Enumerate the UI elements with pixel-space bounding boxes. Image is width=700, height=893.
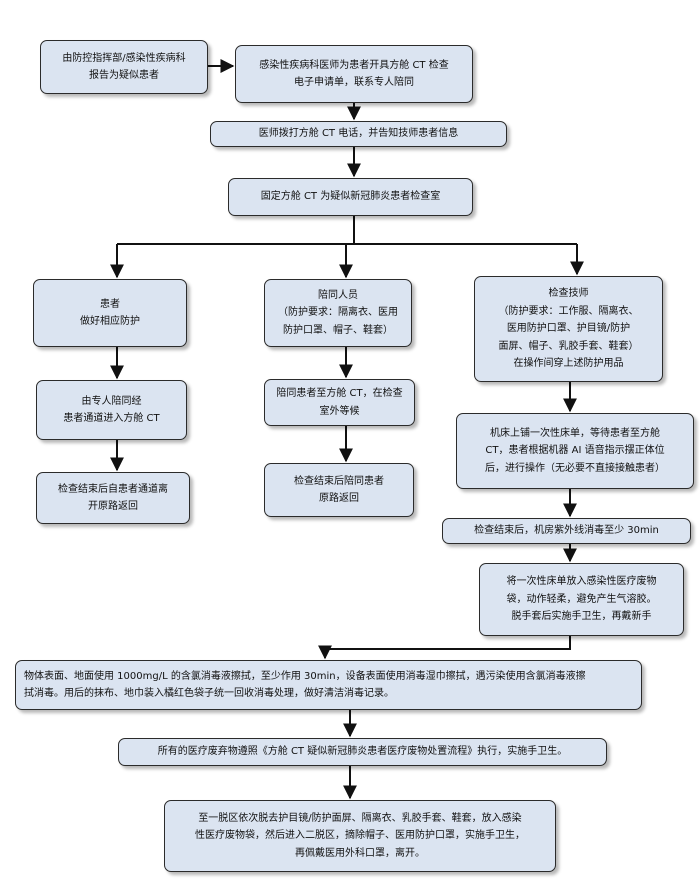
- node-text-line: 患者: [100, 298, 120, 310]
- node-text-line: 性医疗废物袋，然后进入二脱区，摘除帽子、医用防护口罩，实施手卫生，: [195, 830, 525, 842]
- node-text-line: （防护要求：隔离衣、医用: [278, 307, 398, 319]
- node-text-line: （防护要求：工作服、隔离衣、: [498, 305, 639, 317]
- node-sheet: 将一次性床单放入感染性医疗废物袋，动作轻柔，避免产生气溶胶。脱手套后实施手卫生，…: [479, 563, 684, 636]
- node-text-line: 医师拨打方舱 CT 电话，并告知技师患者信息: [258, 128, 459, 140]
- node-text-line: 脱手套后实施手卫生，再戴新手: [511, 611, 652, 623]
- node-text-line: 感染性疾病科医师为患者开具方舱 CT 检查: [259, 59, 449, 71]
- node-text-line: 将一次性床单放入感染性医疗废物: [506, 576, 657, 588]
- node-text-line: 室外等候: [319, 405, 360, 417]
- node-text-line: 报告为疑似患者: [89, 70, 159, 81]
- node-patient: 患者做好相应防护: [33, 279, 187, 347]
- node-text-line: 物体表面、地面使用 1000mg/L 的含氯消毒液擦拭，至少作用 30min，设…: [24, 670, 586, 682]
- node-text-line: 固定方舱 CT 为疑似新冠肺炎患者检查室: [260, 191, 441, 203]
- node-text-line: 袋，动作轻柔，避免产生气溶胶。: [506, 593, 657, 605]
- node-text-line: 做好相应防护: [80, 316, 140, 327]
- node-text-line: 患者通道进入方舱 CT: [63, 413, 160, 424]
- node-text-line: 检查技师: [548, 288, 589, 300]
- node-escort-wait: 陪同患者至方舱 CT，在检查室外等候: [264, 379, 415, 426]
- node-text-line: 陪同患者至方舱 CT，在检查: [276, 388, 403, 399]
- node-text-line: 由防控指挥部/感染性疾病科: [62, 52, 186, 64]
- node-text-line: 后，进行操作（无必要不直接接触患者）: [485, 462, 665, 474]
- node-escort: 陪同人员 （防护要求：隔离衣、医用防护口罩、帽子、鞋套）: [264, 279, 412, 347]
- node-text-line: CT，患者根据机器 AI 语音指示摆正体位: [485, 445, 665, 457]
- node-reporter: 由防控指挥部/感染性疾病科报告为疑似患者: [40, 40, 208, 94]
- node-text-line: 开原路返回: [88, 501, 138, 512]
- node-text-line: 由专人陪同经: [81, 395, 142, 407]
- node-apply: 感染性疾病科医师为患者开具方舱 CT 检查电子申请单，联系专人陪同: [235, 45, 473, 103]
- node-text-line: 机床上铺一次性床单，等待患者至方舱: [490, 427, 660, 439]
- node-text-line: 拭消毒。用后的抹布、地巾装入橘红色袋子统一回收消毒处理，做好清洁消毒记录。: [24, 688, 394, 699]
- node-text-line: 原路返回: [319, 493, 359, 504]
- node-text-line: 陪同人员: [318, 289, 358, 301]
- node-text-line: 面屏、帽子、乳胶手套、鞋套）: [498, 340, 639, 352]
- node-bed: 机床上铺一次性床单，等待患者至方舱 CT，患者根据机器 AI 语音指示摆正体位后，…: [456, 413, 694, 489]
- node-fixed-room: 固定方舱 CT 为疑似新冠肺炎患者检查室: [228, 178, 473, 216]
- node-uv: 检查结束后，机房紫外线消毒至少 30min: [442, 518, 691, 544]
- node-patient-route: 由专人陪同经患者通道进入方舱 CT: [36, 380, 187, 440]
- node-text-line: 检查结束后自患者通道离: [58, 483, 168, 495]
- node-call: 医师拨打方舱 CT 电话，并告知技师患者信息: [210, 121, 507, 147]
- node-text-line: 在操作间穿上述防护用品: [513, 358, 624, 370]
- node-text-line: 再佩戴医用外科口罩，离开。: [295, 847, 425, 859]
- node-text-line: 所有的医疗废弃物遵照《方舱 CT 疑似新冠肺炎患者医疗废物处置流程》执行，实施手…: [157, 746, 568, 758]
- node-text-line: 至一脱区依次脱去护目镜/防护面屏、隔离衣、乳胶手套、鞋套，放入感染: [198, 812, 522, 824]
- node-technician: 检查技师 （防护要求：工作服、隔离衣、医用防护口罩、护目镜/防护面屏、帽子、乳胶手…: [474, 276, 663, 382]
- node-waste: 所有的医疗废弃物遵照《方舱 CT 疑似新冠肺炎患者医疗废物处置流程》执行，实施手…: [118, 738, 607, 766]
- node-text-line: 电子申请单，联系专人陪同: [294, 77, 414, 88]
- node-text-line: 防护口罩、帽子、鞋套）: [283, 324, 393, 336]
- node-escort-return: 检查结束后陪同患者原路返回: [264, 463, 414, 517]
- node-undress: 至一脱区依次脱去护目镜/防护面屏、隔离衣、乳胶手套、鞋套，放入感染性医疗废物袋，…: [164, 800, 556, 872]
- node-text-line: 医用防护口罩、护目镜/防护: [506, 323, 631, 335]
- node-disinfect: 物体表面、地面使用 1000mg/L 的含氯消毒液擦拭，至少作用 30min，设…: [15, 660, 642, 710]
- node-text-line: 检查结束后陪同患者: [294, 475, 384, 487]
- node-text-line: 检查结束后，机房紫外线消毒至少 30min: [474, 525, 659, 537]
- arrow-sheet-to-disinfect: [318, 636, 571, 660]
- node-patient-return: 检查结束后自患者通道离开原路返回: [36, 472, 190, 524]
